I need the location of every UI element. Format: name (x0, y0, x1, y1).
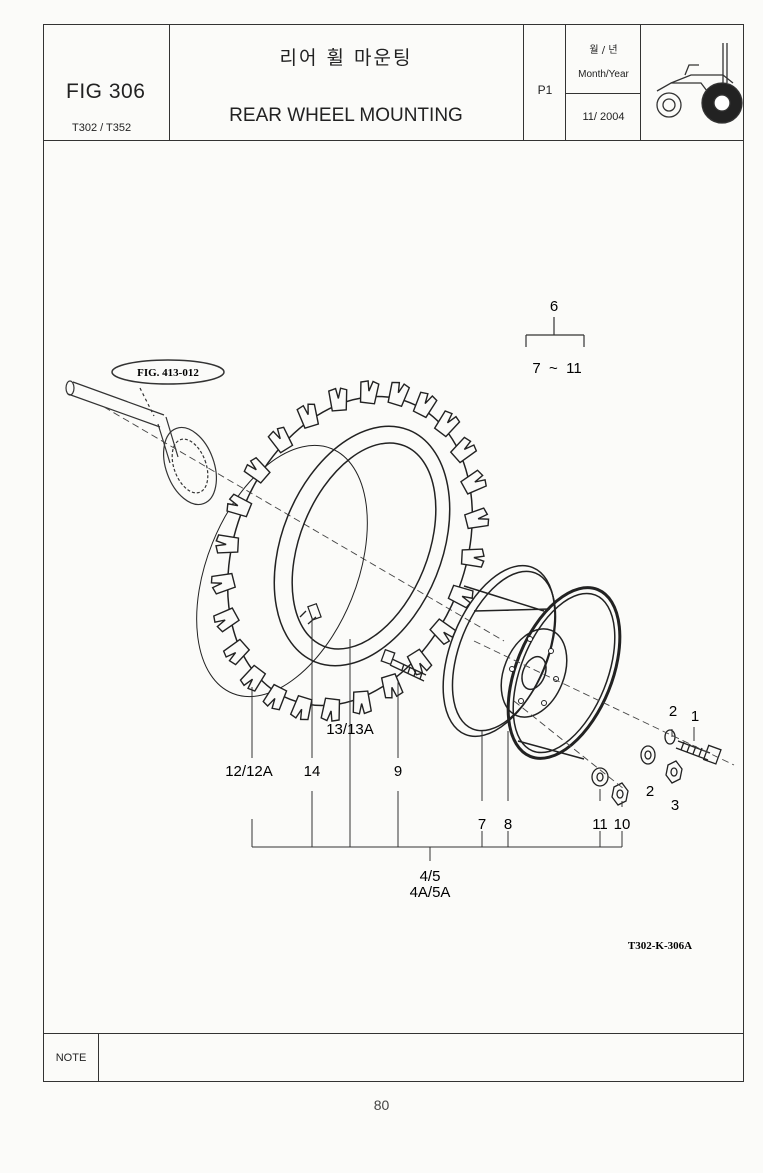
callout-4a-5a: 4A/5A (410, 884, 451, 901)
tread-lug (289, 694, 313, 721)
fig-reference-bubble (111, 359, 225, 385)
note-label: NOTE (44, 1034, 99, 1082)
callout-1: 1 (691, 708, 699, 725)
page-frame: FIG 306 T302 / T352 리어 휠 마운팅 REAR WHEEL … (43, 24, 744, 1082)
callout-7: 7 (478, 816, 486, 833)
page-code: P1 (537, 83, 553, 97)
figure-number: FIG 306 (66, 80, 146, 103)
tread-lug (352, 690, 373, 715)
callout-2-top: 2 (669, 703, 677, 720)
callout-6: 6 (550, 298, 558, 315)
title-cell: 리어 휠 마운팅 REAR WHEEL MOUNTING (170, 25, 524, 140)
callout-11: 11 (592, 816, 608, 833)
callout-12: 12/12A (225, 763, 273, 780)
date-value: 11/ 2004 (582, 111, 625, 123)
tread-lug (215, 534, 240, 554)
tread-lug (447, 584, 474, 609)
model-numbers: T302 / T352 (72, 122, 132, 134)
tread-lug (222, 638, 251, 666)
tread-lug (406, 648, 433, 676)
tread-lug (412, 391, 438, 419)
tread-lug (327, 387, 348, 412)
callout-10: 10 (614, 816, 631, 833)
page-code-cell: P1 (524, 25, 566, 140)
tread-lug (387, 381, 411, 408)
callout-9: 9 (394, 763, 402, 780)
leader-lines (251, 619, 695, 861)
date-cell: 월 / 년 Month/Year 11/ 2004 (566, 25, 641, 140)
callout-13: 13/13A (326, 721, 374, 738)
wheel-bolt (380, 648, 427, 682)
axle-shaft (65, 380, 217, 506)
callout-8: 8 (504, 816, 512, 833)
tread-lug (449, 436, 478, 464)
fig-reference-label: FIG. 413-012 (137, 367, 199, 379)
drawing-code: T302-K-306A (628, 940, 692, 952)
tread-lug (267, 426, 294, 454)
hub-bolt-parts (591, 729, 722, 806)
tread-lug (239, 664, 267, 692)
tractor-icon (656, 43, 743, 124)
tread-lug (433, 410, 461, 438)
tread-lug (210, 572, 237, 595)
title-english: REAR WHEEL MOUNTING (229, 105, 463, 126)
tractor-icon-cell (641, 25, 745, 140)
tread-lug (226, 493, 253, 518)
title-korean: 리어 휠 마운팅 (279, 47, 413, 69)
tread-lug (296, 403, 320, 430)
callout-4-5: 4/5 (420, 868, 441, 885)
kit-bracket (525, 317, 585, 347)
callout-3: 3 (671, 797, 679, 814)
tread-lug (359, 380, 380, 405)
tread-lug (460, 548, 485, 568)
note-row: NOTE (44, 1033, 743, 1082)
callout-7-11: 7 ~ 11 (532, 360, 581, 377)
fig-cell: FIG 306 T302 / T352 (44, 25, 170, 140)
page-number: 80 (373, 1097, 390, 1113)
date-label-korean: 월 / 년 (589, 45, 618, 56)
callout-2-bottom: 2 (646, 783, 654, 800)
tread-lug (429, 618, 457, 646)
tread-lug (380, 672, 404, 699)
tread-lug (463, 507, 490, 530)
tread-lug (460, 469, 487, 495)
callout-14: 14 (304, 763, 321, 780)
rim-bolt-holes (509, 636, 559, 706)
tread-lug (320, 697, 341, 722)
valve-stem (307, 602, 322, 621)
tread-lug (213, 607, 240, 633)
wheel-rim (442, 564, 622, 760)
tread-lug (243, 456, 271, 484)
date-label-english: Month/Year (578, 69, 629, 80)
exploded-view-diagram: FIG. 413-012 (65, 298, 735, 952)
tread-lug (262, 683, 288, 711)
